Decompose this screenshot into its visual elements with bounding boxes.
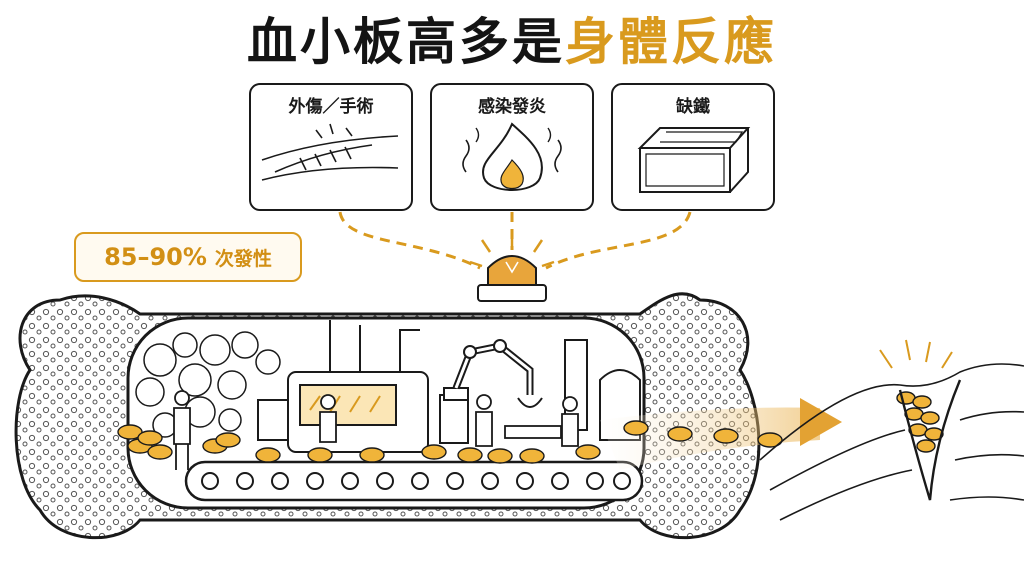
platelet [421,444,447,460]
platelet [147,444,173,460]
cause-label-trauma: 外傷／手術 [288,97,374,117]
title-part-1: 血小板高多是 [247,13,565,71]
empty-box-icon [637,127,751,193]
platelet [920,411,940,425]
robot-arm [443,339,543,408]
wound-stitches-icon [261,123,399,181]
platelet [359,447,385,463]
cause-label-iron: 缺鐵 [676,97,710,117]
alarm-beacon-icon [469,232,555,302]
cause-connectors [338,211,692,270]
platelet [575,444,601,460]
secondary-rate-badge: 85–90% 次發性 [74,232,302,282]
page-title: 血小板高多是身體反應 [0,10,1024,74]
flame-icon [462,122,562,191]
wound-tissue [759,339,1024,521]
platelet [215,432,241,448]
secondary-rate-label: 次發性 [214,247,272,270]
platelet [924,427,944,441]
platelet [896,391,916,405]
platelet [137,430,163,446]
platelet [667,426,693,442]
platelet [912,395,932,409]
secondary-rate-percent: 85–90% [104,243,207,271]
cause-box-trauma [249,83,413,211]
output-beam [600,407,820,470]
platelet [255,447,281,463]
stem-cell-cluster [135,331,281,438]
cause-label-infection: 感染發炎 [478,97,546,117]
cause-box-infection [430,83,594,211]
conveyor-belt [184,460,644,502]
platelet [487,448,513,464]
platelet [519,448,545,464]
title-part-2: 身體反應 [565,13,777,71]
platelet [713,428,739,444]
platelets [117,391,944,464]
cause-box-iron [611,83,775,211]
output-arrow-icon [800,398,842,446]
platelet [916,439,936,453]
platelet [307,447,333,463]
platelet [623,420,649,436]
platelet [457,447,483,463]
platelet [757,432,783,448]
workers [173,390,579,470]
